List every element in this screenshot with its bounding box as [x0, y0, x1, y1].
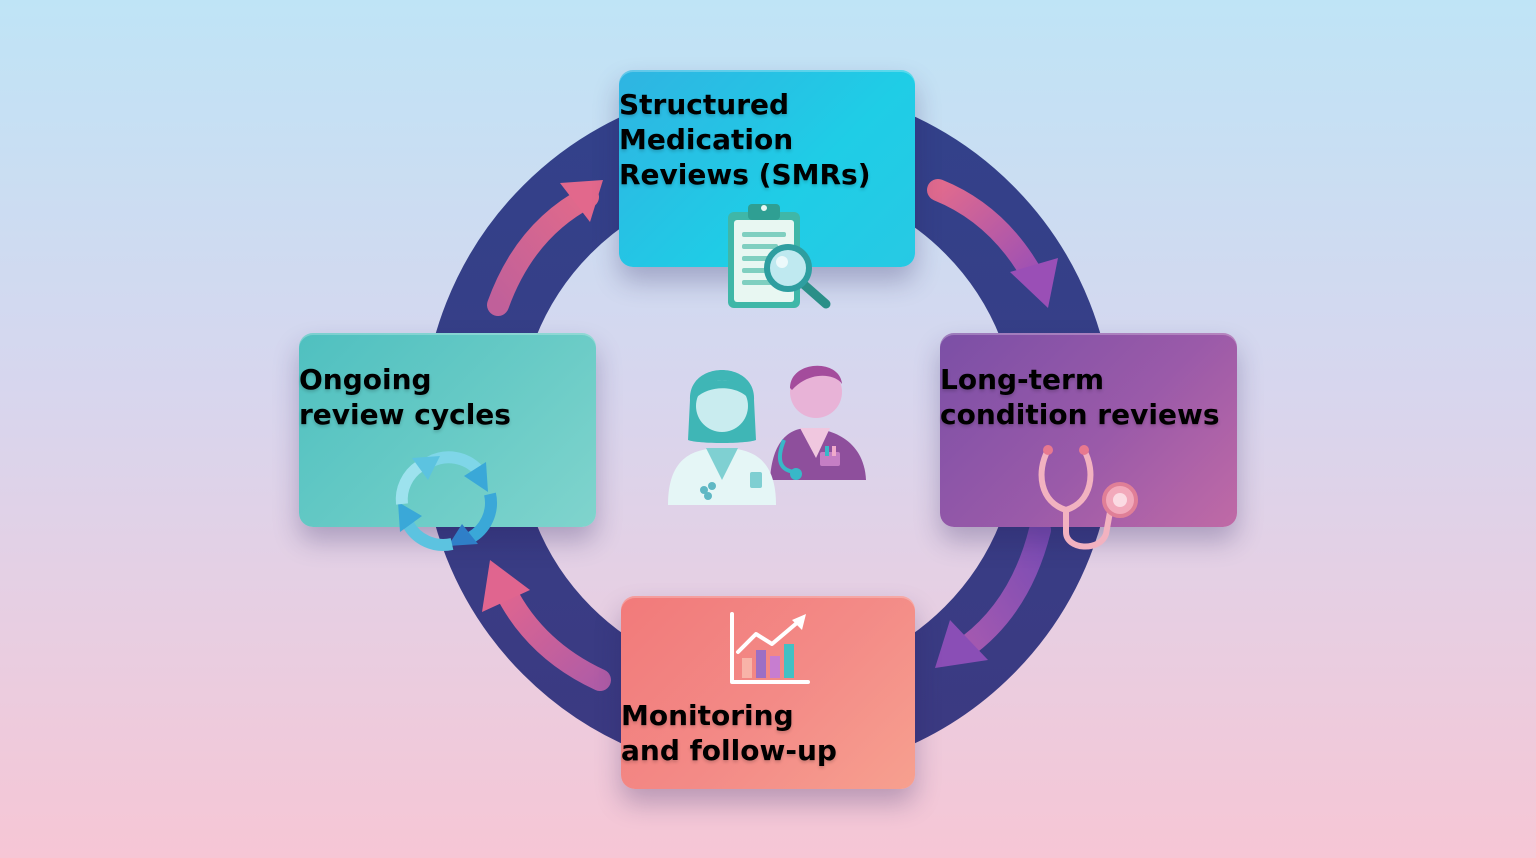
clipboard-magnifier-icon [728, 204, 831, 309]
step-card-monitoring [621, 596, 915, 789]
stethoscope-icon [1038, 445, 1138, 550]
step-card-ongoing-review [299, 333, 596, 527]
arrow-mon-to-ong [482, 560, 611, 691]
refresh-cycle-icon [395, 451, 497, 551]
arrow-ongoing-to-smr [487, 180, 603, 316]
arrow-smr-to-ltc [927, 179, 1058, 308]
step-title-monitoring: Monitoring and follow-up [621, 699, 837, 767]
male-clinician-icon [770, 365, 866, 480]
arrow-ltc-to-mon [935, 519, 1051, 668]
chart-trend-icon [730, 612, 810, 684]
female-clinician-icon [668, 370, 776, 505]
clinicians-icon [668, 365, 866, 505]
step-title-smr: Structured Medication Reviews (SMRs) [619, 88, 871, 191]
step-title-ongoing-review: Ongoing review cycles [299, 363, 511, 431]
step-title-long-term-conditions: Long-term condition reviews [940, 363, 1220, 431]
